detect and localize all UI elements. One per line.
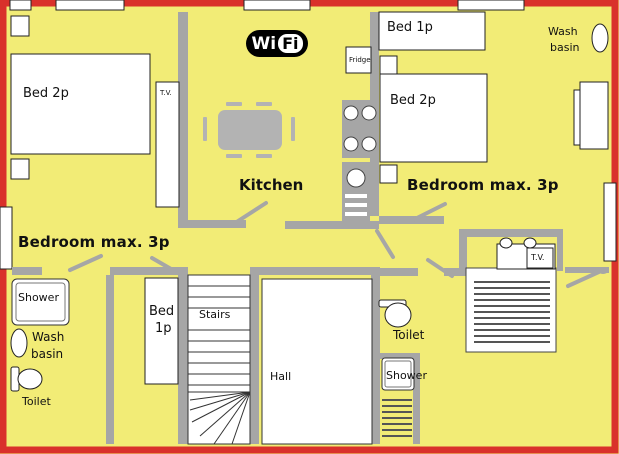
label-kitchen: Kitchen [239,176,304,194]
label-stairs: Stairs [199,308,231,321]
label-bed-2p-left: Bed 2p [23,86,69,101]
label-wash-basin-top-1: Wash [548,25,578,38]
label-bed-1p-top: Bed 1p [387,20,433,35]
bed-1p-top [378,11,486,51]
wifi-wi-text: Wi [251,33,277,54]
label-tv-right: T.V. [531,253,545,262]
shower-tray-small [381,357,415,391]
tv-stand-left [155,81,180,208]
shower-tray-left-inner [15,282,66,322]
label-wash-basin-left-2: basin [31,347,64,361]
shower-grate-right [474,281,550,343]
label-tv-left: T.V. [160,89,172,97]
label-bed-1p-mid-1: Bed [149,304,175,319]
label-shower-right: Shower [386,369,427,382]
label-bedroom-right: Bedroom max. 3p [407,176,559,194]
hall [261,278,373,445]
label-toilet-left: Toilet [22,395,51,408]
wifi-fi-text: Fi [278,34,303,53]
shower-tray-left [11,278,70,326]
label-wash-basin-left-1: Wash [32,330,65,344]
kitchen-table [203,102,295,158]
light-switch-right [598,268,608,274]
label-fridge: Fridge [349,56,371,64]
fridge [345,46,372,74]
stairs [187,274,251,445]
door-swings [68,201,603,288]
bed-1p-mid [144,277,179,385]
sink [342,162,370,222]
bed-2p-left [10,15,151,180]
windows [0,0,617,270]
label-wash-basin-top-2: basin [550,41,580,54]
wardrobe-right [573,81,609,150]
label-shower-left: Shower [18,291,59,304]
stove [342,100,378,158]
shower-tray-small-inner [384,360,412,388]
bed-2p-right [379,55,488,184]
label-bed-2p-right: Bed 2p [390,93,436,108]
wash-basin-left [10,328,28,358]
shower-grate-small [382,399,412,437]
label-hall: Hall [270,370,292,383]
label-toilet-right: Toilet [393,328,425,342]
label-bedroom-left: Bedroom max. 3p [18,233,170,251]
label-bed-1p-mid-2: 1p [155,321,172,336]
wash-basin-top [591,23,609,53]
tv-unit-right [496,237,556,270]
toilet-right [378,299,412,328]
wifi-badge: Wi Fi [246,30,308,57]
shower-tray-right [465,267,557,353]
stairs-treads [188,285,251,445]
toilet-left [10,366,43,392]
